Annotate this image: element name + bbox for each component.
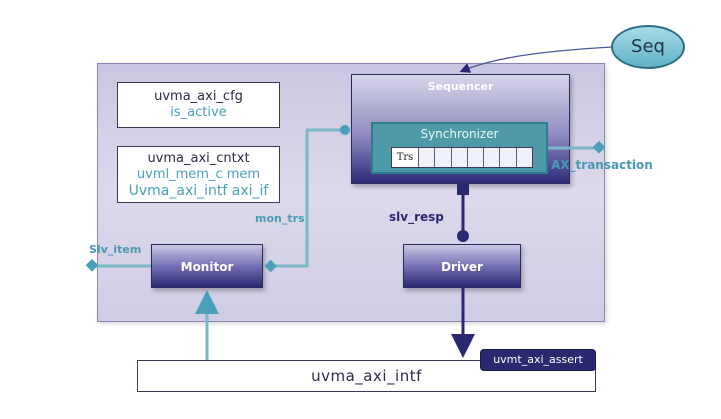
fifo-slot [499, 148, 515, 167]
slv-item-port [85, 258, 99, 272]
fifo-label: Trs [392, 148, 418, 167]
cfg-box[interactable]: uvma_axi_cfg is_active [117, 82, 280, 128]
slv-resp-connector [457, 230, 469, 242]
seq-ellipse[interactable]: Seq [611, 25, 685, 69]
fifo-slot [434, 148, 450, 167]
mon-trs-wire [272, 128, 343, 268]
slv-resp-label: slv_resp [389, 210, 444, 224]
slv-resp-port [457, 184, 469, 195]
mon-trs-label: mon_trs [255, 212, 305, 225]
fifo-slot [483, 148, 499, 167]
cfg-title: uvma_axi_cfg [154, 89, 243, 104]
cntxt-field-mem: uvml_mem_c mem [136, 167, 261, 182]
ax-transaction-port [592, 140, 606, 154]
ax-transaction-label: AX_transaction [551, 158, 653, 172]
cntxt-box[interactable]: uvma_axi_cntxt uvml_mem_c mem Uvma_axi_i… [117, 146, 280, 203]
cntxt-title: uvma_axi_cntxt [147, 151, 250, 166]
cfg-field: is_active [170, 105, 227, 120]
cntxt-field-if: Uvma_axi_intf axi_if [128, 183, 269, 199]
monitor-block[interactable]: Monitor [151, 244, 263, 288]
slv-item-label: Slv_item [89, 243, 142, 256]
assert-block[interactable]: uvmt_axi_assert [480, 349, 596, 371]
fifo-slot [515, 148, 532, 167]
driver-block[interactable]: Driver [403, 244, 521, 288]
fifo-slot [418, 148, 434, 167]
fifo-slot [450, 148, 467, 167]
fifo-slot [466, 148, 483, 167]
sequencer-title: Sequencer [427, 80, 494, 93]
seq-to-sequencer-arrow [459, 46, 613, 73]
synchronizer-title: Synchronizer [420, 127, 499, 141]
trs-fifo: Trs [391, 147, 533, 168]
mon-trs-port [340, 125, 350, 135]
monitor-out-port [264, 259, 278, 273]
